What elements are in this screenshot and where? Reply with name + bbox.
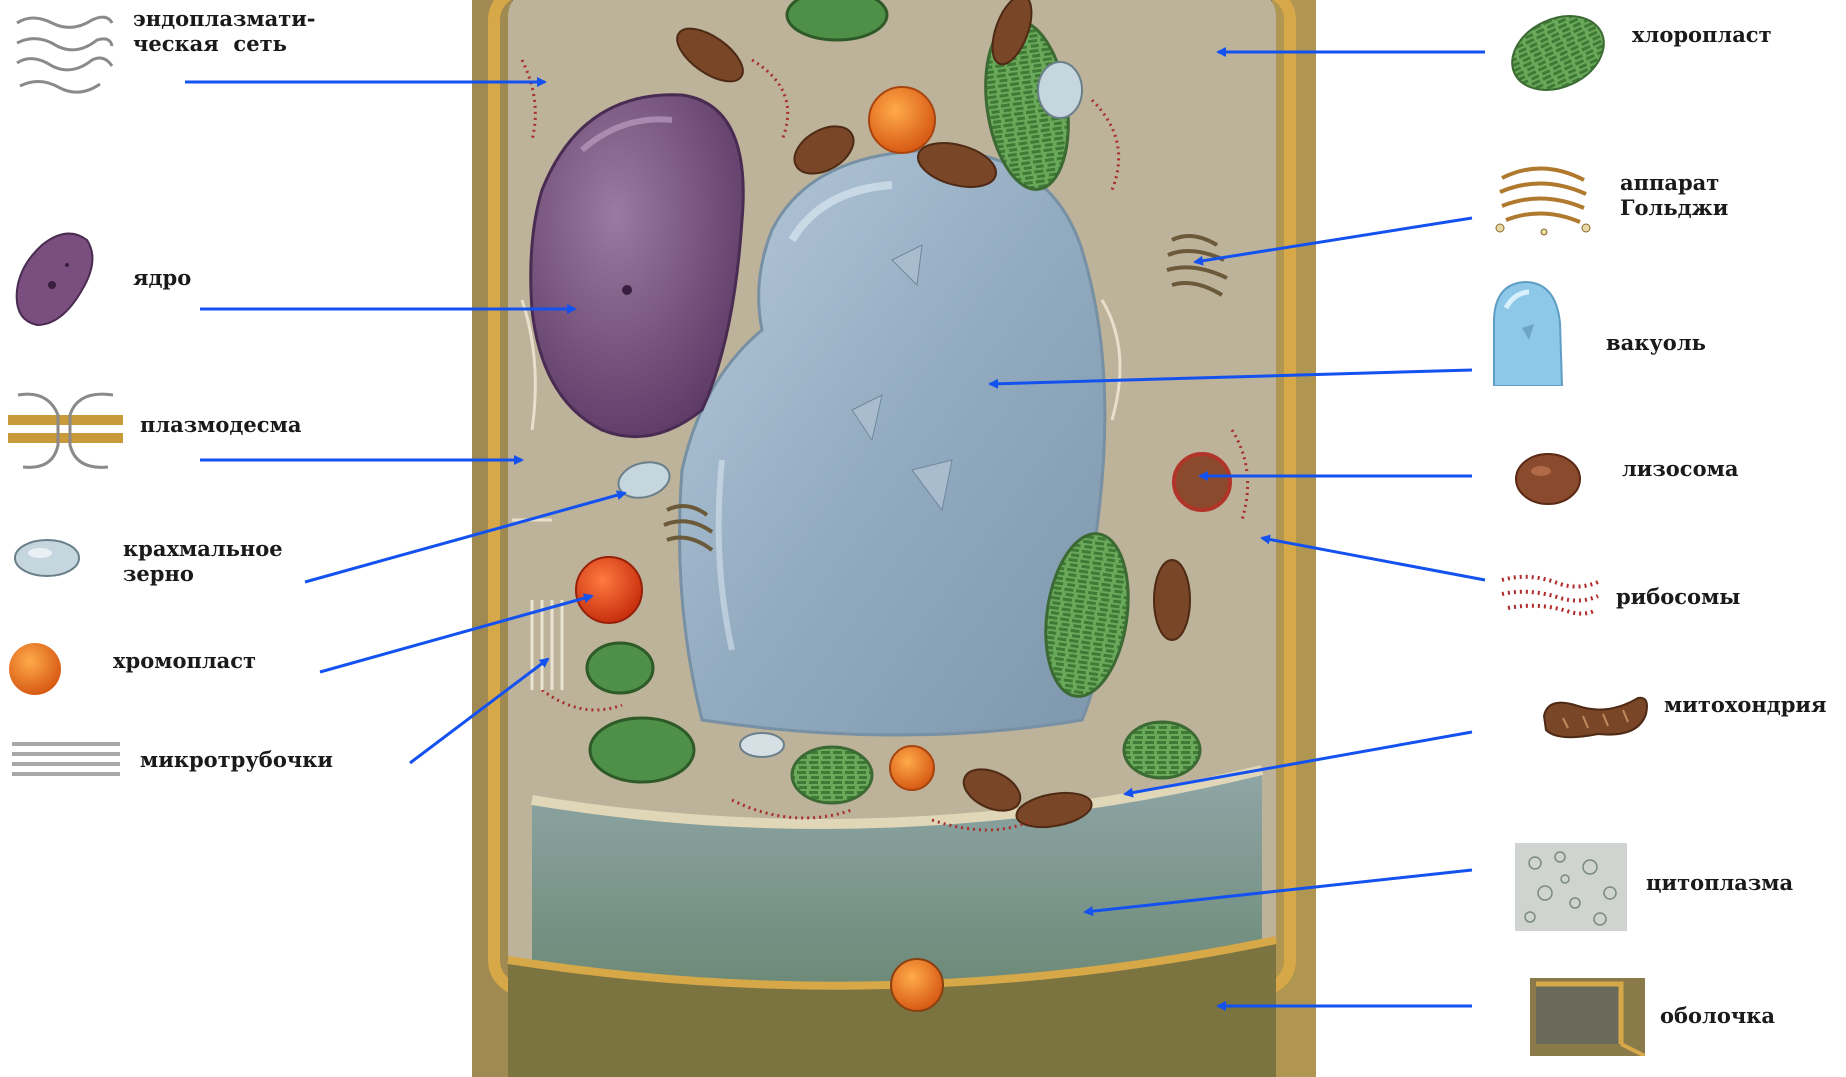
nucleus-icon [12,225,100,333]
cell-wall-icon [1530,978,1645,1056]
plant-cell-illustration [472,0,1316,1077]
cytoplasm-icon [1515,843,1627,931]
endoplasmic-reticulum-icon [12,8,118,103]
label-plasmodesma: плазмодесма [140,412,301,437]
label-microtubules: микротрубочки [140,747,333,772]
mitochondria-icon [1538,686,1650,746]
lysosome-icon [1513,451,1583,507]
label-cytoplasm: цитоплазма [1646,870,1793,895]
label-cell-wall: оболочка [1660,1003,1775,1028]
label-golgi-apparatus: аппарат Гольджи [1620,170,1728,220]
starch-grain-icon [12,536,82,580]
ribosomes-icon [1500,570,1600,620]
label-mitochondria: митохондрия [1664,692,1827,717]
microtubules-icon [12,738,120,780]
label-lysosome: лизосома [1622,456,1738,481]
plasmodesma-icon [8,385,123,475]
label-starch-grain: крахмальное зерно [123,536,283,586]
chromoplast-icon [6,640,64,698]
label-nucleus: ядро [133,265,191,290]
label-vacuole: вакуоль [1606,330,1706,355]
golgi-apparatus-icon [1494,158,1592,236]
vacuole-icon [1484,278,1564,386]
label-ribosomes: рибосомы [1616,584,1740,609]
label-chloroplast: хлоропласт [1632,22,1772,47]
label-chromoplast: хромопласт [113,648,256,673]
label-endoplasmic-reticulum: эндоплазмати- ческая сеть [133,6,316,56]
chloroplast-icon [1508,8,1608,98]
